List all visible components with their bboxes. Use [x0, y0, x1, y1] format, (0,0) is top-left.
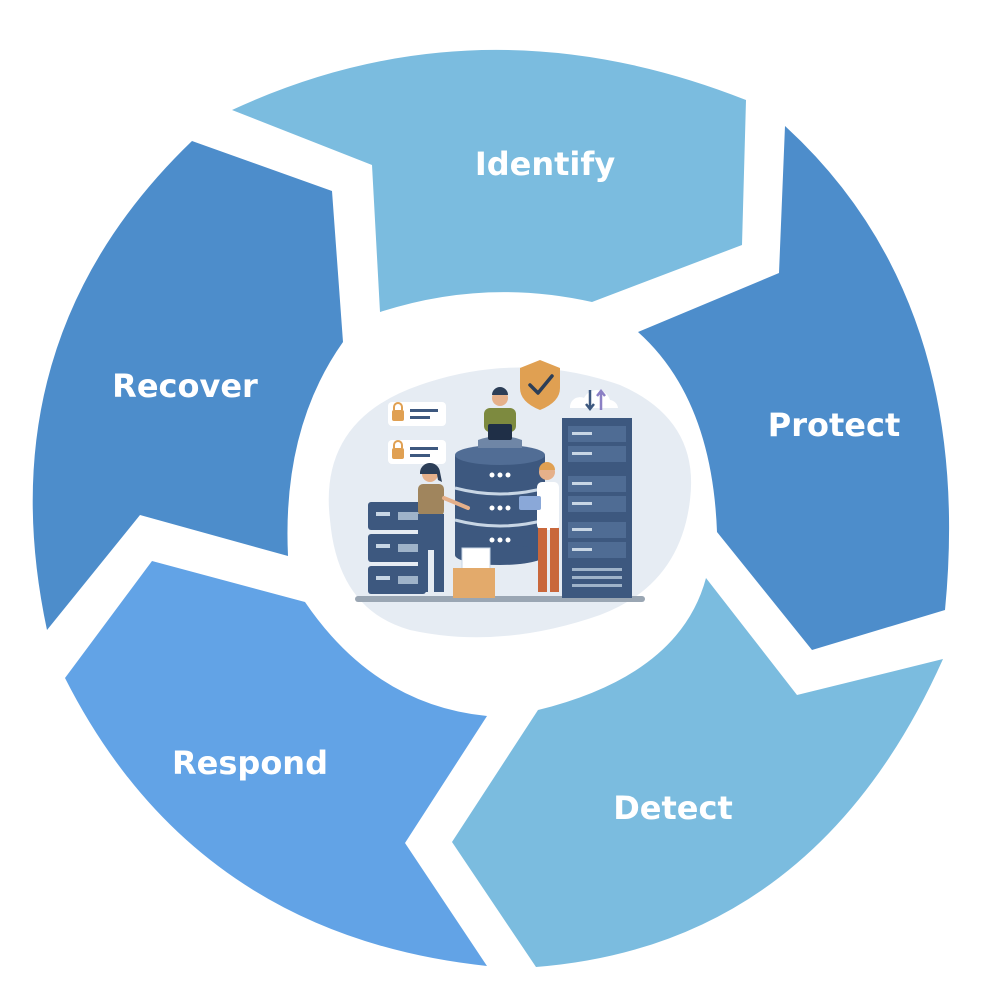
- segment-detect-shape: [452, 578, 943, 967]
- server-rack-icon: [562, 418, 632, 598]
- shield-check-icon: [520, 360, 560, 410]
- segment-recover-label: Recover: [112, 367, 258, 405]
- segment-recover: Recover: [32, 141, 344, 630]
- segment-detect-label: Detect: [613, 789, 733, 827]
- segment-identify-label: Identify: [475, 145, 615, 183]
- folder-icon: [453, 547, 495, 598]
- segment-protect-label: Protect: [768, 406, 900, 444]
- person-sitting: [478, 387, 522, 448]
- padlock-icon: [388, 402, 446, 464]
- server-icon: [368, 502, 426, 594]
- person-woman: [418, 462, 470, 592]
- segment-identify: Identify: [232, 49, 746, 313]
- segment-recover-shape: [32, 141, 344, 630]
- center-illustration: [328, 360, 692, 638]
- segment-identify-shape: [232, 49, 746, 313]
- segment-detect: Detect: [452, 578, 943, 967]
- segment-protect-shape: [638, 126, 950, 650]
- segment-protect: Protect: [638, 126, 950, 650]
- segment-respond-shape: [65, 561, 487, 966]
- laptop-icon: [488, 424, 512, 440]
- segment-respond-label: Respond: [172, 744, 328, 782]
- segment-respond: Respond: [65, 561, 487, 966]
- cloud-transfer-icon: [569, 388, 618, 412]
- person-man: [519, 462, 559, 592]
